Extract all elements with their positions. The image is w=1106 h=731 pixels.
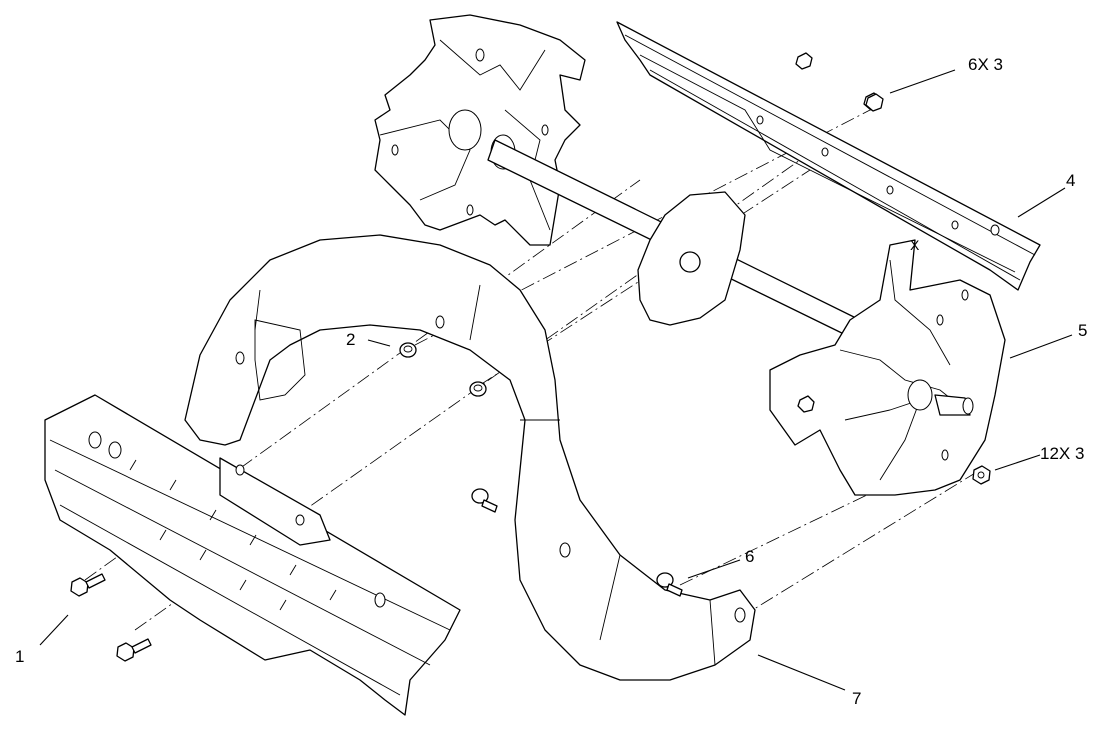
callout-4: 4 [1066,171,1075,190]
callout-labels: 1 2 4 5 6 7 6X 3 12X 3 X [15,55,1087,708]
shaft-plate [637,191,746,326]
x-mark: X [910,237,920,253]
impeller-right [769,239,1006,496]
callout-6x3: 6X 3 [968,55,1003,74]
callout-6: 6 [745,547,754,566]
callout-1: 1 [15,647,24,666]
callout-5: 5 [1078,321,1087,340]
leader-lines [39,69,1073,691]
callout-7: 7 [852,689,861,708]
impeller-left [374,14,586,246]
callout-2: 2 [346,330,355,349]
part-7-housing [184,234,756,681]
callout-12x3: 12X 3 [1040,444,1084,463]
part-1-bar [44,394,461,716]
part-4-bar [616,21,1041,291]
hardware [70,93,991,662]
